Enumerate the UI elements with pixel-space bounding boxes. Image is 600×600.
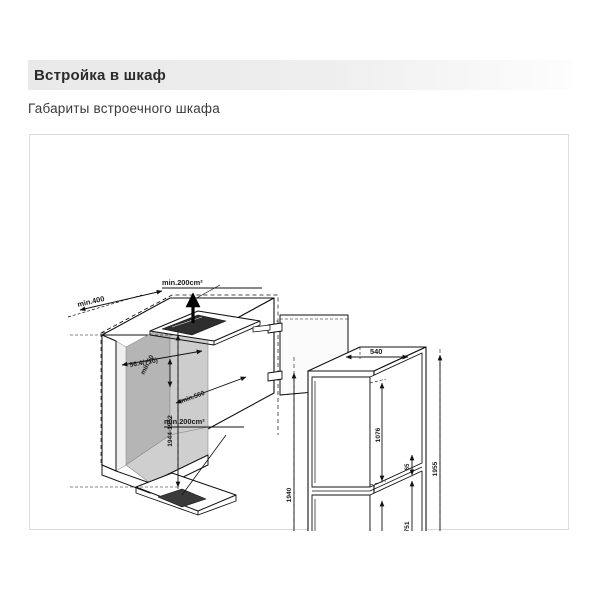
diagram-frame: min.200cm² min.400 56.4(+10) min.560 194… bbox=[29, 134, 570, 531]
page-subtitle: Габариты встроечного шкафа bbox=[28, 101, 220, 116]
label-vent-top: min.200cm² bbox=[162, 278, 203, 287]
label-upper-door: 1076 bbox=[375, 427, 382, 442]
label-total-height: 1955 bbox=[432, 461, 439, 476]
label-vent-bottom: min.200cm² bbox=[164, 417, 205, 426]
label-door-gap: 65 bbox=[405, 463, 411, 470]
label-top-clearance: min.400 bbox=[76, 294, 105, 309]
label-body-height: 1940 bbox=[286, 487, 293, 502]
label-lower-section: 751 bbox=[404, 521, 411, 531]
page-title: Встройка в шкаф bbox=[34, 66, 166, 84]
section-header: Встройка в шкаф bbox=[28, 60, 572, 90]
label-niche-height: 1944-1952 bbox=[167, 415, 174, 447]
label-width: 540 bbox=[370, 347, 382, 356]
label-inner-width: 56.4(+10) bbox=[129, 357, 158, 369]
technical-drawing: min.200cm² min.400 56.4(+10) min.560 194… bbox=[30, 135, 570, 531]
